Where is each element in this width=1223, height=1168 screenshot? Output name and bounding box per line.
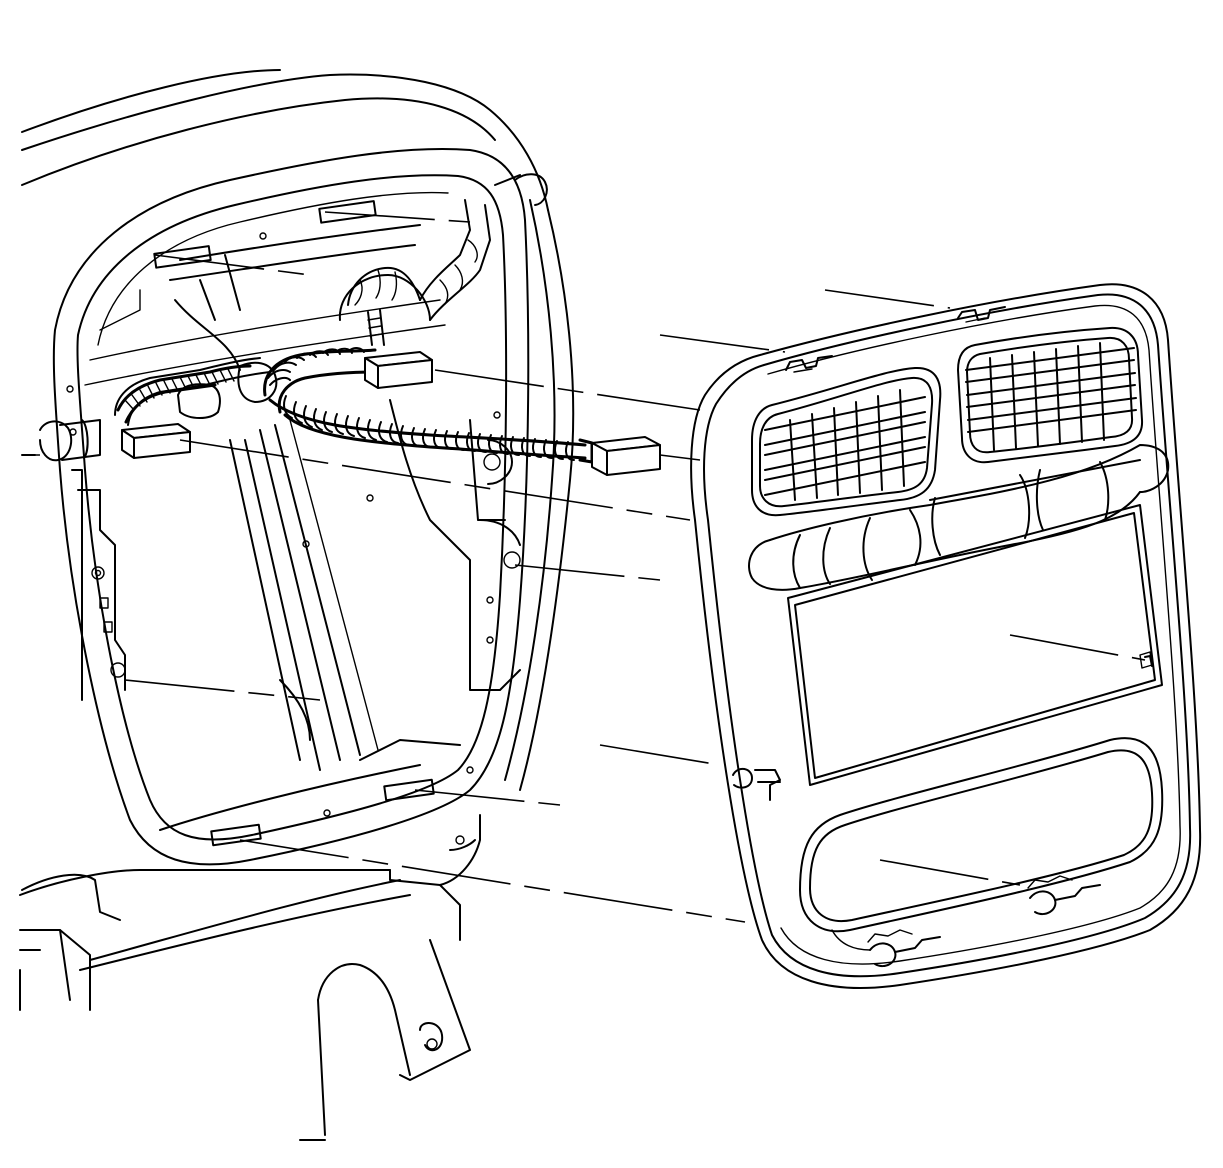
retainer-slot-lower-left bbox=[210, 823, 262, 847]
retainer-slot-upper-left bbox=[153, 245, 212, 269]
clip-top-right bbox=[957, 306, 1006, 323]
air-outlet-right bbox=[957, 326, 1144, 464]
clip-top-left bbox=[785, 355, 833, 373]
air-outlet-left bbox=[751, 366, 942, 517]
clip-bottom-right bbox=[1027, 875, 1101, 916]
radio-opening bbox=[787, 504, 1163, 786]
retainer-slot-lower-right bbox=[383, 778, 435, 802]
clip-left-side bbox=[732, 767, 781, 801]
accessory-trim-plate bbox=[690, 283, 1202, 989]
harness-connector-upper bbox=[364, 351, 433, 389]
control-rail bbox=[748, 444, 1170, 591]
lower-storage-opening bbox=[799, 737, 1164, 951]
instrument-panel bbox=[19, 69, 575, 1141]
clip-bottom-left bbox=[867, 929, 941, 968]
wiring-harness bbox=[114, 199, 594, 464]
harness-connector-right bbox=[591, 436, 661, 476]
retainer-slot-upper-center bbox=[318, 200, 377, 224]
harness-connector-left bbox=[121, 423, 191, 459]
leader-lines bbox=[22, 211, 1146, 923]
